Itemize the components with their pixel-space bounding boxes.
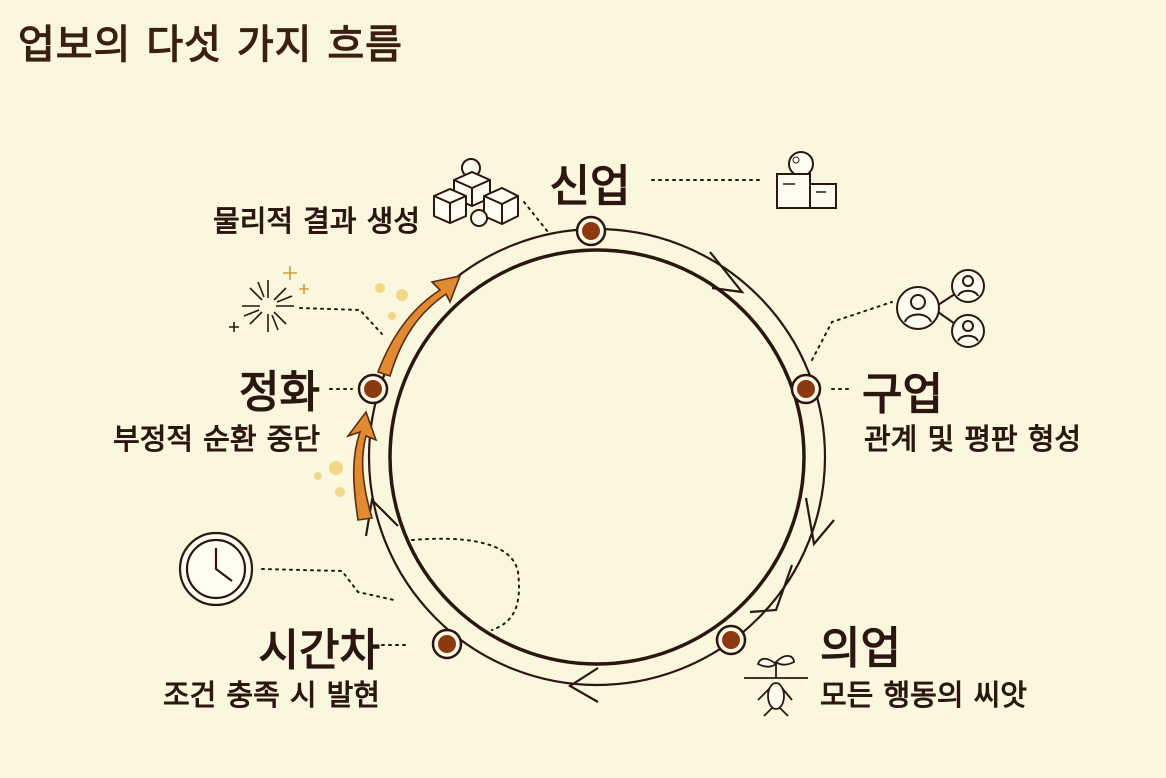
sparkle-icon bbox=[229, 266, 309, 332]
purification-arrow-lower bbox=[345, 410, 378, 521]
sparkle-dots bbox=[314, 283, 408, 497]
stage-name-shinup: 신업 bbox=[549, 161, 631, 212]
sprout-seed-icon bbox=[744, 655, 808, 717]
people-network-icon bbox=[896, 269, 985, 348]
stage-name-jeonghwa: 정화 bbox=[239, 367, 320, 418]
cycle-inner-ring bbox=[388, 248, 806, 666]
flow-arrow-3 bbox=[749, 564, 794, 614]
flow-arrow-4 bbox=[567, 667, 599, 703]
page-title: 업보의 다섯 가지 흐름 bbox=[18, 22, 403, 68]
stage-desc-shinup: 물리적 결과 생성 bbox=[213, 204, 420, 238]
flow-arrow-1 bbox=[709, 251, 745, 294]
flow-arrows bbox=[364, 251, 835, 703]
node-shinup bbox=[575, 215, 607, 247]
stage-desc-guup: 관계 및 평판 형성 bbox=[864, 422, 1082, 456]
flow-arrow-5 bbox=[364, 497, 399, 537]
box-ball-icon bbox=[776, 151, 837, 209]
flow-arrow-2 bbox=[804, 497, 835, 547]
boxes-icon bbox=[433, 158, 519, 227]
node-uiup bbox=[715, 624, 747, 656]
leader-lines bbox=[261, 179, 893, 646]
stage-desc-sigancha: 조건 충족 시 발현 bbox=[162, 678, 380, 712]
node-guup bbox=[790, 373, 822, 405]
node-jeonghwa bbox=[357, 373, 389, 405]
stage-desc-uiup: 모든 행동의 씨앗 bbox=[820, 678, 1027, 712]
purification-arrow-upper bbox=[376, 274, 462, 378]
stage-desc-jeonghwa: 부정적 순환 중단 bbox=[113, 422, 320, 456]
stage-name-sigancha: 시간차 bbox=[258, 625, 380, 676]
clock-icon bbox=[178, 531, 254, 607]
purification-arrows bbox=[345, 274, 462, 521]
stage-name-guup: 구업 bbox=[862, 369, 943, 420]
stage-name-uiup: 의업 bbox=[820, 623, 901, 674]
node-sigancha bbox=[431, 628, 463, 660]
